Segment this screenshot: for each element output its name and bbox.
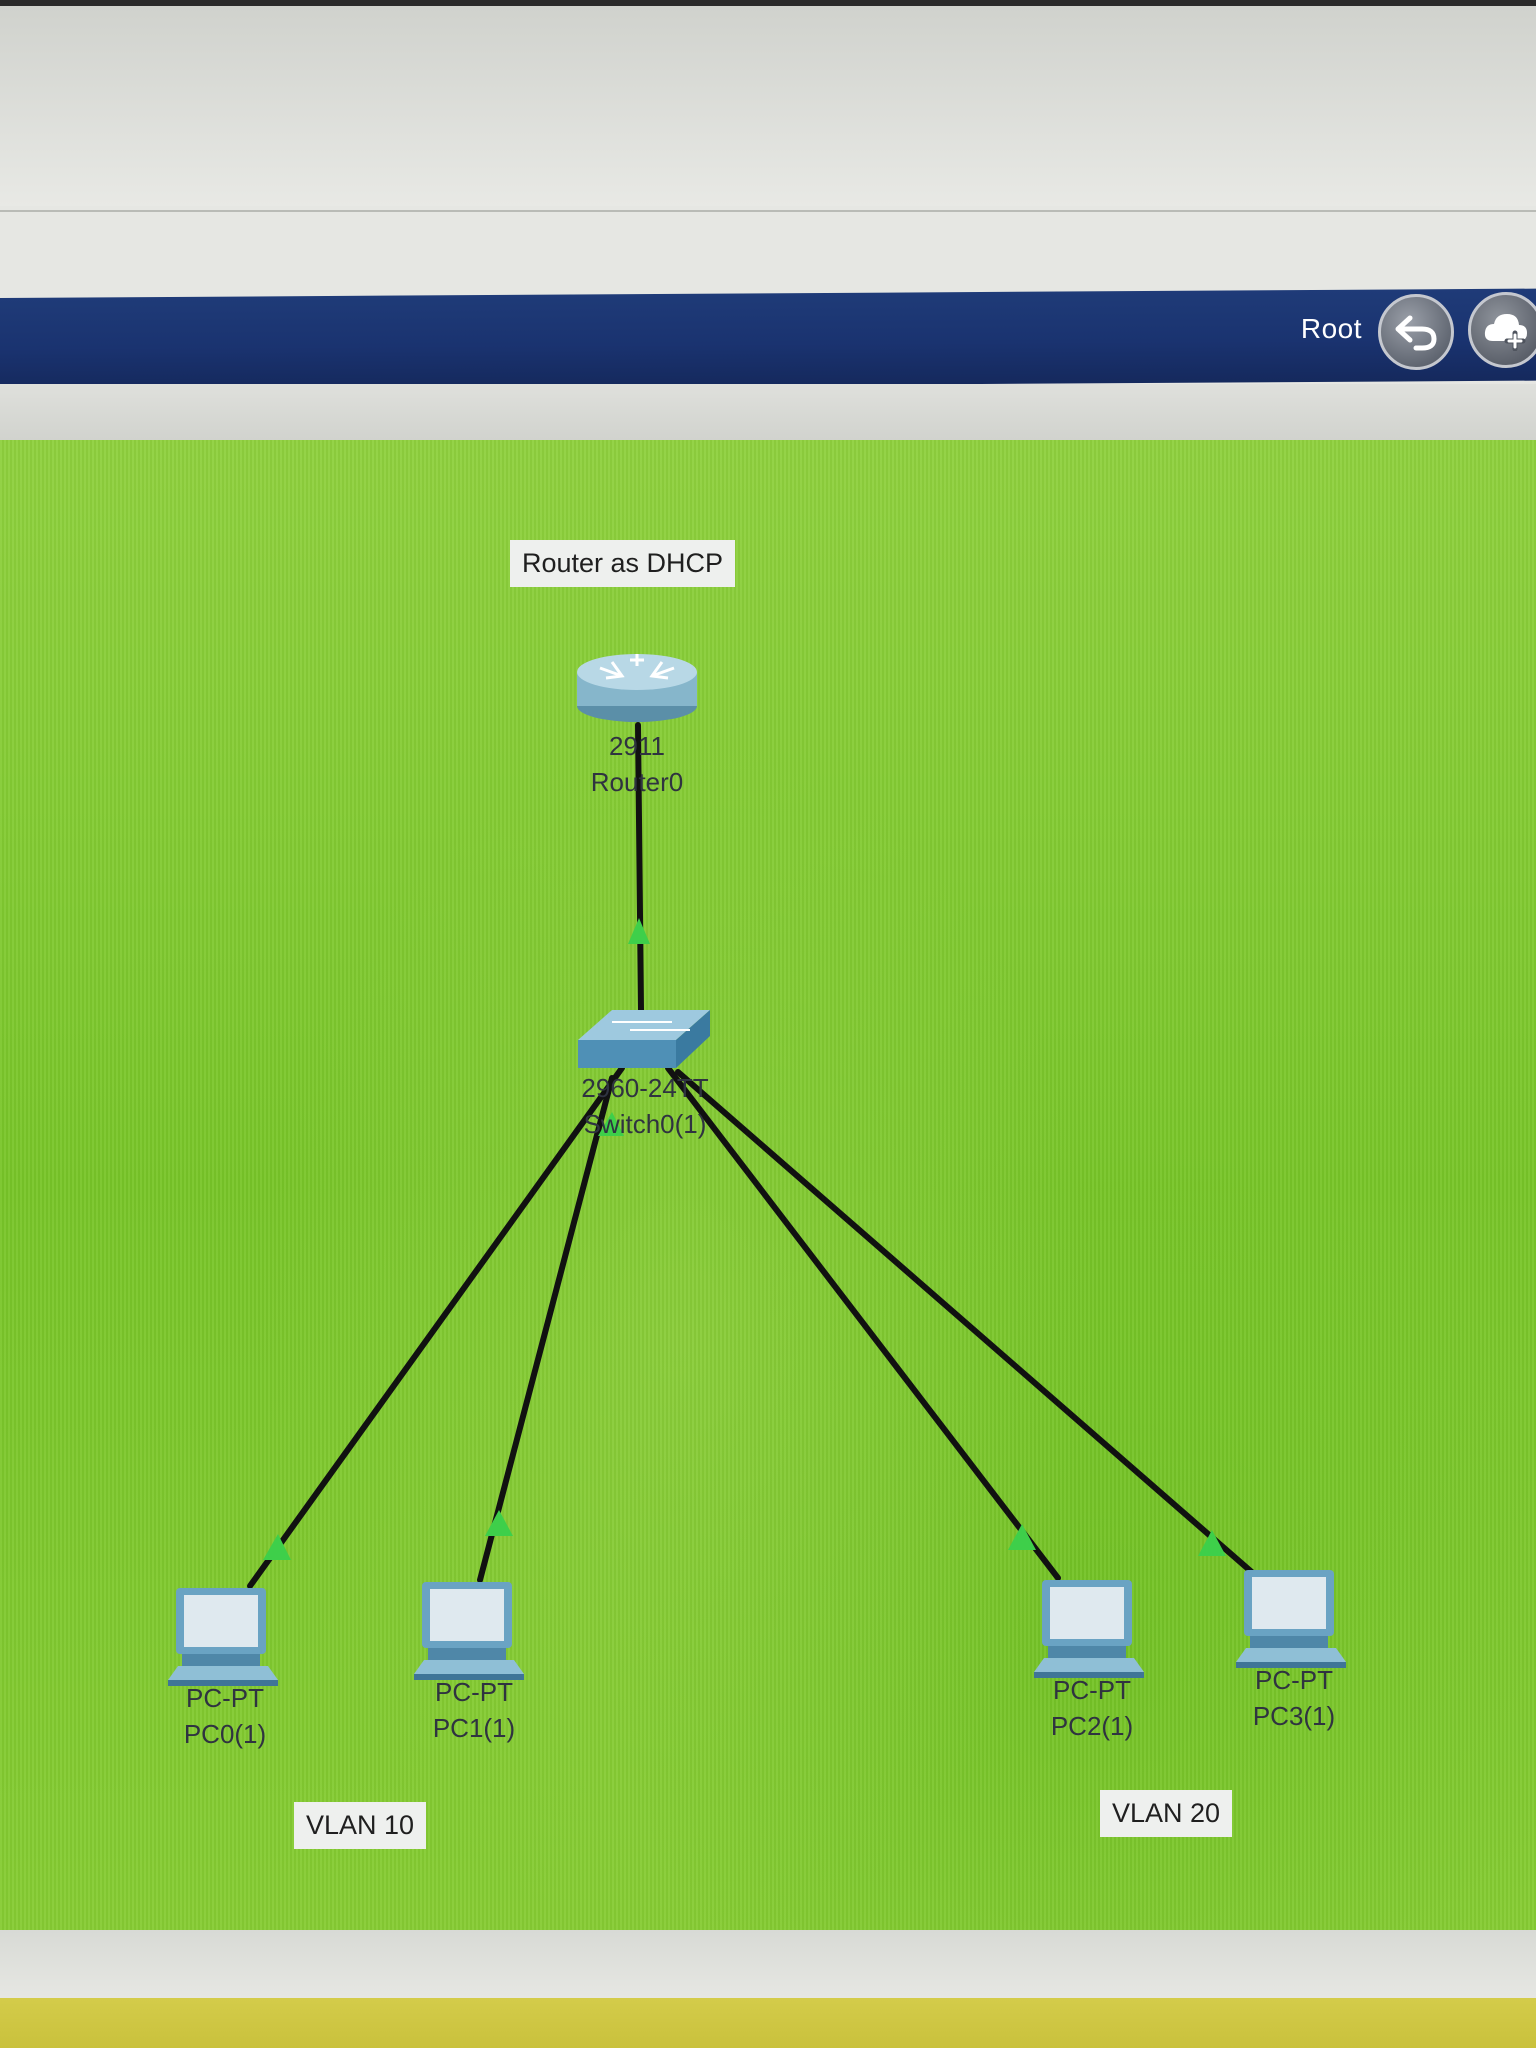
pc-model: PC-PT — [1052, 1675, 1131, 1705]
cloud-button[interactable] — [1468, 292, 1536, 368]
link-status-router — [628, 918, 650, 944]
cloud-add-icon — [1484, 314, 1527, 351]
pc2-label: PC-PT PC2(1) — [1051, 1672, 1133, 1744]
link-status-pc2 — [1008, 1524, 1036, 1550]
link-status-pc1 — [485, 1510, 513, 1536]
monitor-bezel — [0, 0, 1536, 6]
link-switch-pc2[interactable] — [665, 1065, 1061, 1581]
pc-name: PC2(1) — [1050, 1711, 1134, 1741]
pc-icon[interactable] — [1236, 1570, 1346, 1668]
router-icon[interactable] — [577, 654, 697, 722]
pc-name: PC3(1) — [1252, 1701, 1336, 1731]
link-status-switch-pc0 — [598, 1112, 624, 1136]
pc-name: PC1(1) — [432, 1713, 516, 1743]
upper-panel — [0, 6, 1536, 206]
pc-name: PC0(1) — [183, 1719, 267, 1749]
upper-divider — [0, 210, 1536, 212]
router-label: 2911 Router0 — [591, 728, 684, 800]
router-name: Router0 — [590, 767, 684, 797]
pc-icon[interactable] — [168, 1588, 278, 1686]
link-switch-pc3[interactable] — [675, 1069, 1257, 1577]
pc0-label: PC-PT PC0(1) — [184, 1680, 266, 1752]
link-router-switch[interactable] — [635, 722, 644, 1013]
link-switch-pc0[interactable] — [247, 1065, 625, 1589]
link-status-pc0 — [263, 1534, 291, 1560]
note-vlan-10[interactable]: VLAN 10 — [294, 1802, 427, 1849]
switch-label: 2960-24TT Switch0(1) — [581, 1070, 708, 1142]
back-arrow-icon — [1395, 315, 1437, 351]
note-vlan-20[interactable]: VLAN 20 — [1100, 1790, 1233, 1837]
bottom-toolbar-edge — [0, 1998, 1536, 2048]
router-model: 2911 — [609, 731, 665, 761]
pc-model: PC-PT — [185, 1683, 264, 1713]
note-router-as-dhcp[interactable]: Router as DHCP — [510, 540, 736, 587]
bottom-strip — [0, 1930, 1536, 1998]
back-button[interactable] — [1378, 294, 1454, 370]
pc-icon[interactable] — [414, 1582, 524, 1680]
switch-model: 2960-24TT — [581, 1073, 709, 1103]
pc-icon[interactable] — [1034, 1580, 1144, 1678]
switch-name: Switch0(1) — [583, 1109, 707, 1139]
toolbar-strip — [0, 384, 1536, 448]
pc3-label: PC-PT PC3(1) — [1253, 1662, 1335, 1734]
pc1-label: PC-PT PC1(1) — [433, 1674, 515, 1746]
root-label[interactable]: Root — [1300, 313, 1362, 344]
pc-model: PC-PT — [1254, 1665, 1333, 1695]
switch-icon[interactable] — [578, 1010, 710, 1068]
link-status-pc3 — [1198, 1530, 1226, 1556]
pc-model: PC-PT — [434, 1677, 513, 1707]
link-switch-pc1[interactable] — [477, 1075, 615, 1583]
